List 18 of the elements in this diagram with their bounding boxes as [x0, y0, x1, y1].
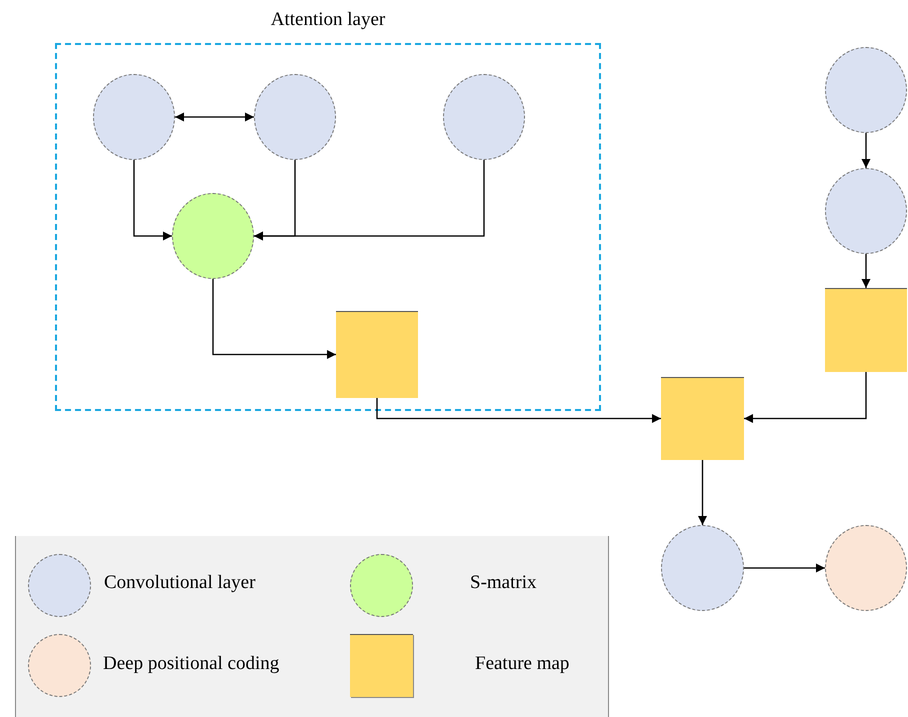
- arrow: [212, 279, 336, 359]
- arrow: [744, 564, 825, 572]
- legend-label: S-matrix: [470, 572, 536, 594]
- arrow: [698, 460, 707, 525]
- legend-label: Deep positional coding: [103, 653, 280, 675]
- legend-label: Convolutional layer: [104, 572, 256, 594]
- arrow: [133, 160, 172, 240]
- legend-label: Feature map: [475, 653, 570, 675]
- arrow: [862, 254, 870, 288]
- feature-map-square: [661, 377, 744, 460]
- arrow: [254, 160, 485, 240]
- arrow: [175, 112, 254, 122]
- arrow: [862, 133, 870, 168]
- feature-map-square: [825, 288, 907, 372]
- arrow: [376, 398, 661, 423]
- arrow: [744, 372, 867, 423]
- feature-map-square: [336, 311, 418, 398]
- group-heading: Attention layer: [270, 9, 386, 31]
